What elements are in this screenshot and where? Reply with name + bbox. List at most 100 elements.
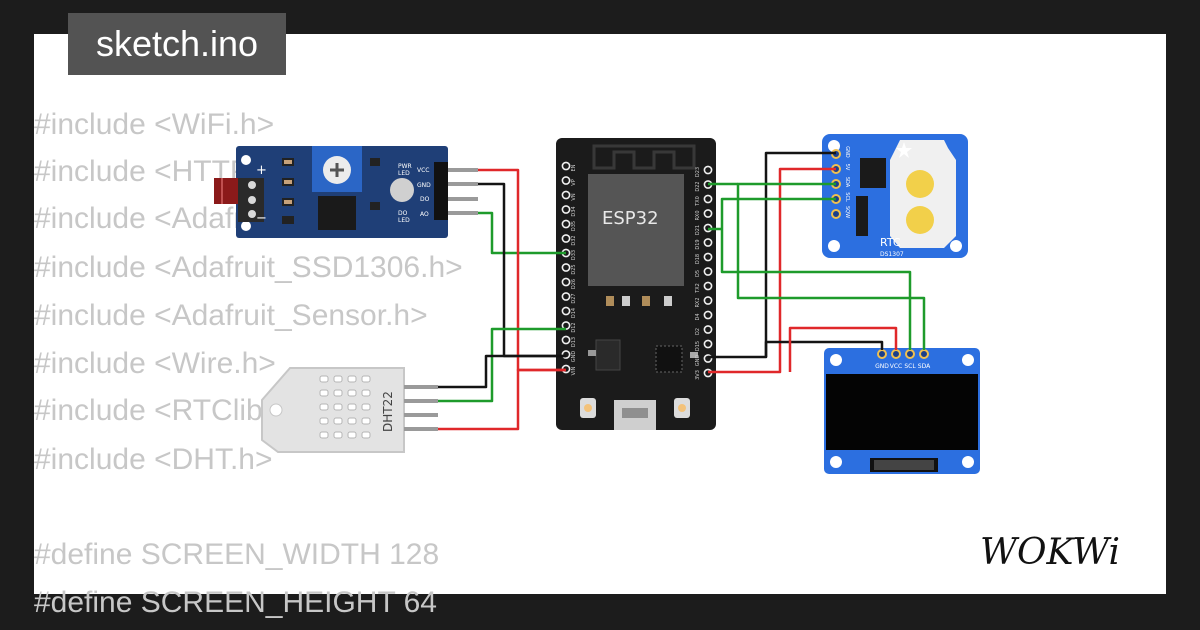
wire-dht-data bbox=[438, 327, 566, 403]
esp32-pin-label: D21 bbox=[695, 225, 701, 235]
esp32-pin-rx2[interactable] bbox=[703, 296, 713, 305]
esp32-pin-label: GND bbox=[695, 355, 701, 367]
esp32-pin-label: D33 bbox=[571, 250, 577, 260]
esp32-module-shield bbox=[588, 174, 684, 286]
wokwi-logo-mark: WOKWi bbox=[980, 532, 1120, 573]
esp32-pin-d26[interactable] bbox=[561, 277, 571, 287]
oled-pin-label: GND bbox=[875, 363, 889, 370]
esp32-pin-label: D14 bbox=[571, 308, 577, 318]
oled-screen bbox=[826, 374, 978, 450]
do-led-label-2: LED bbox=[398, 217, 410, 224]
wire-dht-gnd bbox=[438, 354, 566, 389]
ldr-plus-label: + bbox=[256, 163, 267, 178]
rtc-model-label: DS1307 bbox=[880, 251, 904, 258]
oled-pin-label: VCC bbox=[890, 363, 902, 370]
esp32-pin-d15[interactable] bbox=[703, 339, 713, 349]
esp32-pin-d25[interactable] bbox=[561, 263, 571, 272]
esp32-pin-d2[interactable] bbox=[703, 325, 713, 334]
pwr-led-label-1: PWR bbox=[398, 163, 412, 170]
esp32-pin-label: D32 bbox=[571, 235, 577, 245]
oled-pin-label: SDA bbox=[918, 363, 931, 370]
esp32-pin-label: D5 bbox=[695, 270, 701, 277]
oled-pin-vcc[interactable] bbox=[891, 349, 901, 359]
ldr-sensor-module[interactable]: + − PWR LED DO LED VCC GND DO AO bbox=[214, 146, 478, 238]
esp32-pin-label: VP bbox=[571, 179, 577, 185]
wire-rtc-gnd bbox=[708, 151, 836, 359]
wire-oled-vcc bbox=[788, 326, 898, 372]
oled-pin-gnd[interactable] bbox=[877, 349, 887, 359]
rtc-pin-label: SDA bbox=[844, 177, 850, 188]
esp32-pin-d23[interactable] bbox=[703, 165, 713, 175]
esp32-pin-label: D12 bbox=[571, 322, 577, 332]
esp32-pin-d35[interactable] bbox=[561, 219, 571, 229]
esp32-pin-d14[interactable] bbox=[561, 306, 571, 316]
esp32-pin-label: RX0 bbox=[695, 210, 701, 220]
esp32-pin-label: D4 bbox=[695, 313, 701, 320]
esp32-pin-label: D35 bbox=[571, 221, 577, 231]
wire-oled-gnd bbox=[764, 340, 884, 357]
esp32-pin-tx0[interactable] bbox=[703, 194, 713, 204]
esp32-pin-d19[interactable] bbox=[703, 238, 713, 247]
code-line: #define SCREEN_HEIGHT 64 bbox=[34, 586, 437, 619]
esp32-pin-label: TX2 bbox=[695, 283, 701, 294]
esp32-pin-label: D2 bbox=[695, 328, 701, 335]
ldr-pin-label-vcc: VCC bbox=[417, 167, 429, 174]
rtc-pin-label: 5V bbox=[844, 164, 850, 171]
esp32-pin-label: D18 bbox=[695, 254, 701, 264]
rtc-pin-sqw[interactable] bbox=[831, 209, 841, 219]
wire-ldr-ao bbox=[478, 211, 566, 255]
dht22-sensor[interactable]: DHT22 bbox=[261, 367, 438, 453]
code-line: #define SCREEN_WIDTH 128 bbox=[34, 538, 440, 571]
esp32-pin-label: D26 bbox=[571, 279, 577, 289]
wire-rtc-5v bbox=[708, 167, 836, 374]
code-line: #include <Adafruit_Sensor.h> bbox=[34, 299, 428, 332]
esp32-pin-tx2[interactable] bbox=[703, 281, 713, 291]
esp32-pin-label: D34 bbox=[571, 206, 577, 216]
esp32-pin-d13[interactable] bbox=[561, 335, 571, 345]
rtc-pin-label: GND bbox=[844, 146, 850, 158]
rtc-pin-label: SQW bbox=[844, 206, 850, 218]
esp32-pin-d4[interactable] bbox=[703, 310, 713, 320]
esp32-pin-label: D23 bbox=[695, 167, 701, 177]
esp32-pin-label: D13 bbox=[571, 337, 577, 347]
wokwi-logo: WOKWi bbox=[980, 528, 1150, 574]
esp32-pin-d32[interactable] bbox=[561, 234, 571, 243]
usb-uart-chip-icon bbox=[655, 345, 683, 373]
esp32-pin-label: GND bbox=[571, 351, 577, 363]
file-tab[interactable]: sketch.ino bbox=[68, 13, 286, 75]
wire-dht-vcc bbox=[438, 368, 566, 431]
esp32-pin-label: D22 bbox=[695, 181, 701, 191]
ldr-pin-label-gnd: GND bbox=[417, 182, 431, 189]
esp32-pin-vp[interactable] bbox=[561, 176, 571, 185]
esp32-pin-label: EN bbox=[571, 164, 577, 171]
esp32-pin-rx0[interactable] bbox=[703, 209, 713, 218]
esp32-pin-label: VIN bbox=[571, 366, 577, 375]
code-line: #include <Wire.h> bbox=[34, 347, 276, 380]
esp32-pin-label: D19 bbox=[695, 239, 701, 249]
pwr-led-label-2: LED bbox=[398, 170, 410, 177]
esp32-pin-vn[interactable] bbox=[561, 190, 571, 200]
esp32-pin-en[interactable] bbox=[561, 161, 571, 171]
rtc-chip-icon bbox=[860, 158, 886, 188]
esp32-pin-d18[interactable] bbox=[703, 252, 713, 262]
wokwi-logo-text: WOKWi bbox=[980, 532, 1120, 573]
esp32-board[interactable]: ESP32 ENVPVND34D35D32D33D25D26D27D14D12D… bbox=[556, 138, 716, 430]
wire-rtc-scl bbox=[720, 197, 912, 350]
esp32-pin-d34[interactable] bbox=[561, 205, 571, 214]
esp32-pin-d27[interactable] bbox=[561, 292, 571, 301]
esp32-pin-label: TX0 bbox=[695, 196, 701, 207]
code-line: #include <Adafruit_SSD1306.h> bbox=[34, 251, 463, 284]
esp32-pin-label: 3V3 bbox=[695, 370, 701, 380]
led-icon bbox=[390, 178, 414, 202]
oled-pin-sda[interactable] bbox=[919, 349, 929, 359]
oled-pin-scl[interactable] bbox=[905, 349, 915, 359]
esp32-pin-label: D15 bbox=[695, 341, 701, 351]
photoresistor-icon bbox=[214, 178, 238, 204]
dht22-label: DHT22 bbox=[381, 391, 395, 432]
wire-rtc-sda bbox=[736, 182, 926, 350]
esp32-pin-d5[interactable] bbox=[703, 267, 713, 276]
ldr-minus-label: − bbox=[256, 211, 267, 226]
